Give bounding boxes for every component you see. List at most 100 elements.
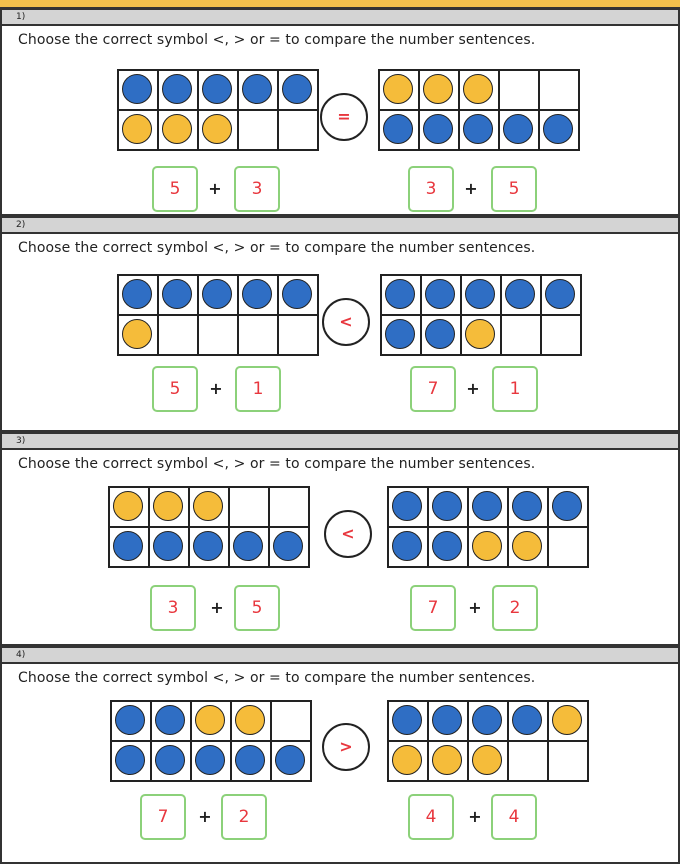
- question-1: 1) Choose the correct symbol <, > or = t…: [0, 8, 680, 216]
- comparison-symbol[interactable]: <: [324, 510, 372, 558]
- ten-frame-cell: [429, 528, 467, 566]
- instruction-text: Choose the correct symbol <, > or = to c…: [18, 240, 536, 256]
- blue-counter: [465, 279, 495, 309]
- ten-frame-cell: [232, 742, 270, 780]
- ten-frame-cell: [199, 71, 237, 109]
- right-addend-a[interactable]: 7: [410, 585, 456, 631]
- ten-frame-cell: [150, 528, 188, 566]
- yellow-counter: [432, 745, 462, 775]
- ten-frame-cell: [192, 702, 230, 740]
- left-addend-b[interactable]: 5: [234, 585, 280, 631]
- right-addend-a[interactable]: 4: [408, 794, 454, 840]
- ten-frame-cell: [542, 276, 580, 314]
- ten-frame-cell: [389, 488, 427, 526]
- ten-frame-cell: [152, 702, 190, 740]
- ten-frame-cell: [429, 702, 467, 740]
- blue-counter: [392, 531, 422, 561]
- blue-counter: [113, 531, 143, 561]
- ten-frame-cell: [152, 742, 190, 780]
- ten-frame-cell: [272, 742, 310, 780]
- ten-frame-cell: [199, 316, 237, 354]
- ten-frame-cell: [190, 488, 228, 526]
- blue-counter: [275, 745, 305, 775]
- right-addend-b[interactable]: 1: [492, 366, 538, 412]
- ten-frame-cell: [272, 702, 310, 740]
- ten-frame-cell: [232, 702, 270, 740]
- ten-frame-cell: [542, 316, 580, 354]
- blue-counter: [423, 114, 453, 144]
- yellow-counter: [463, 74, 493, 104]
- instruction-text: Choose the correct symbol <, > or = to c…: [18, 32, 536, 48]
- yellow-counter: [465, 319, 495, 349]
- comparison-symbol[interactable]: =: [320, 93, 368, 141]
- ten-frame-cell: [469, 488, 507, 526]
- left-ten-frame: [117, 274, 319, 356]
- ten-frame-cell: [429, 488, 467, 526]
- blue-counter: [202, 279, 232, 309]
- left-addend-a[interactable]: 3: [150, 585, 196, 631]
- ten-frame-cell: [279, 71, 317, 109]
- right-ten-frame: [387, 486, 589, 568]
- right-addend-a[interactable]: 7: [410, 366, 456, 412]
- comparison-symbol[interactable]: >: [322, 723, 370, 771]
- ten-frame-cell: [279, 316, 317, 354]
- question-4: 4) Choose the correct symbol <, > or = t…: [0, 646, 680, 864]
- yellow-counter: [195, 705, 225, 735]
- yellow-counter: [472, 745, 502, 775]
- ten-frame-cell: [462, 316, 500, 354]
- ten-frame-cell: [509, 742, 547, 780]
- yellow-counter: [512, 531, 542, 561]
- question-number: 2): [0, 216, 680, 234]
- comparison-symbol[interactable]: <: [322, 298, 370, 346]
- left-addend-a[interactable]: 5: [152, 166, 198, 212]
- ten-frame-cell: [389, 702, 427, 740]
- yellow-counter: [193, 491, 223, 521]
- instruction-text: Choose the correct symbol <, > or = to c…: [18, 670, 536, 686]
- ten-frame-cell: [192, 742, 230, 780]
- ten-frame-cell: [112, 742, 150, 780]
- right-ten-frame: [387, 700, 589, 782]
- blue-counter: [385, 279, 415, 309]
- blue-counter: [432, 705, 462, 735]
- ten-frame-cell: [549, 742, 587, 780]
- yellow-counter: [392, 745, 422, 775]
- ten-frame-cell: [382, 276, 420, 314]
- ten-frame-cell: [382, 316, 420, 354]
- blue-counter: [162, 74, 192, 104]
- question-body: Choose the correct symbol <, > or = to c…: [0, 26, 680, 216]
- left-addend-b[interactable]: 1: [235, 366, 281, 412]
- ten-frame-cell: [502, 316, 540, 354]
- blue-counter: [472, 491, 502, 521]
- left-addend-a[interactable]: 7: [140, 794, 186, 840]
- right-addend-b[interactable]: 4: [491, 794, 537, 840]
- blue-counter: [463, 114, 493, 144]
- left-plus-sign: +: [208, 179, 222, 198]
- ten-frame-cell: [469, 742, 507, 780]
- ten-frame-cell: [429, 742, 467, 780]
- blue-counter: [543, 114, 573, 144]
- left-addend-a[interactable]: 5: [152, 366, 198, 412]
- ten-frame-cell: [110, 488, 148, 526]
- right-addend-b[interactable]: 2: [492, 585, 538, 631]
- ten-frame-cell: [159, 316, 197, 354]
- right-addend-a[interactable]: 3: [408, 166, 454, 212]
- ten-frame-cell: [462, 276, 500, 314]
- right-addend-b[interactable]: 5: [491, 166, 537, 212]
- blue-counter: [432, 531, 462, 561]
- blue-counter: [472, 705, 502, 735]
- ten-frame-cell: [190, 528, 228, 566]
- blue-counter: [195, 745, 225, 775]
- ten-frame-cell: [389, 742, 427, 780]
- blue-counter: [153, 531, 183, 561]
- blue-counter: [273, 531, 303, 561]
- ten-frame-cell: [469, 528, 507, 566]
- right-plus-sign: +: [466, 379, 480, 398]
- blue-counter: [242, 74, 272, 104]
- left-addend-b[interactable]: 2: [221, 794, 267, 840]
- ten-frame-cell: [119, 316, 157, 354]
- left-addend-b[interactable]: 3: [234, 166, 280, 212]
- left-ten-frame: [110, 700, 312, 782]
- question-number: 4): [0, 646, 680, 664]
- ten-frame-cell: [110, 528, 148, 566]
- yellow-counter: [235, 705, 265, 735]
